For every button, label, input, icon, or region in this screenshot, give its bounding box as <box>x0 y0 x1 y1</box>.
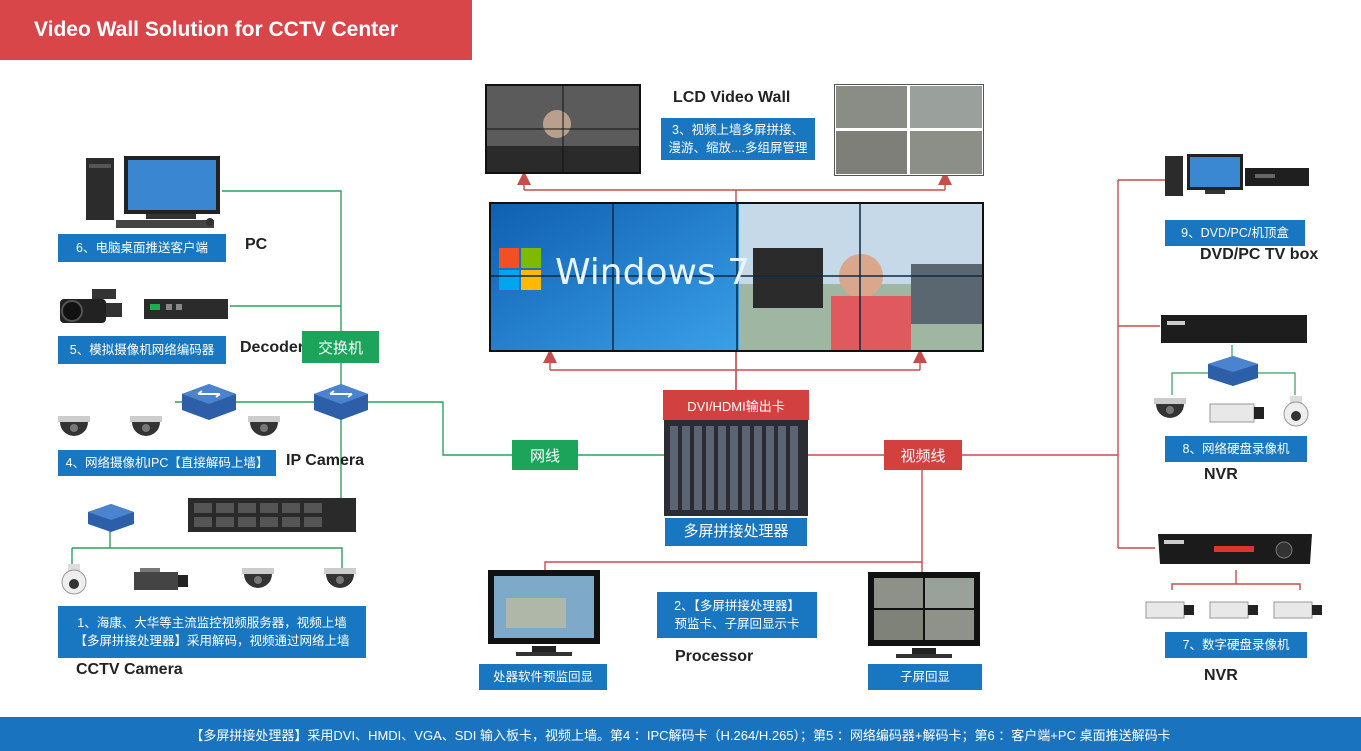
dome-camera-icon <box>240 566 276 596</box>
cctv-caption: CCTV Camera <box>76 661 183 678</box>
processor-label: 多屏拼接处理器 <box>663 516 809 548</box>
network-switch-icon <box>176 380 242 424</box>
nvr7-caption: NVR <box>1204 667 1238 684</box>
network-switch-icon <box>84 500 138 536</box>
processor-chassis-icon <box>664 420 808 516</box>
dome-camera-icon <box>1152 396 1188 426</box>
dvd-pc-icon <box>1165 152 1311 200</box>
switch-label: 交换机 <box>302 331 379 363</box>
camcorder-icon <box>56 285 126 333</box>
nvr-network-recorder-icon <box>1159 311 1309 345</box>
dome-camera-icon <box>322 566 358 596</box>
processor-note-line2: 预监卡、子屏回显示卡 <box>674 617 800 631</box>
video-lines <box>517 171 1301 590</box>
cctv-label: 1、海康、大华等主流监控视频服务器，视频上墙 【多屏拼接处理器】采用解码，视频通… <box>56 604 368 660</box>
video-line-label: 视频线 <box>884 440 962 470</box>
dvd-label: 9、DVD/PC/机顶盒 <box>1163 218 1307 248</box>
wall-preview-left <box>485 84 641 174</box>
box-camera-icon <box>1270 596 1326 622</box>
box-camera-icon <box>1206 596 1262 622</box>
sub-screen-label: 子屏回显 <box>866 662 984 692</box>
wall-note-line1: 3、视频上墙多屏拼接、 <box>672 122 804 137</box>
windows-logo-text: Windows 7 <box>555 252 751 293</box>
ptz-camera-icon <box>56 562 92 598</box>
ipcam-label: 4、网络摄像机IPC【直接解码上墙】 <box>56 448 278 478</box>
dome-camera-icon <box>246 414 282 444</box>
cctv-label-line2: 【多屏拼接处理器】采用解码，视频通过网络上墙 <box>74 634 350 648</box>
dvd-caption: DVD/PC TV box <box>1200 246 1319 263</box>
net-line-label: 网线 <box>512 440 578 470</box>
network-switch-icon <box>1204 352 1262 390</box>
dome-camera-icon <box>56 414 92 444</box>
wall-preview-right <box>834 84 984 176</box>
ptz-camera-icon <box>1278 394 1314 428</box>
encoder-box-icon <box>140 293 232 323</box>
network-switch-icon <box>308 380 374 424</box>
output-card-label: DVI/HDMI输出卡 <box>663 390 809 420</box>
box-camera-icon <box>1206 398 1266 426</box>
dvr-digital-recorder-icon <box>1154 524 1316 572</box>
ipcam-caption: IP Camera <box>286 452 364 469</box>
sub-monitor-icon <box>866 570 982 662</box>
preview-label: 处器软件预监回显 <box>477 662 609 692</box>
processor-note-line1: 2、【多屏拼接处理器】 <box>674 598 800 613</box>
pc-icon <box>86 152 226 232</box>
decoder-caption: Decoder <box>240 339 305 356</box>
pc-label: 6、电脑桌面推送客户端 <box>56 232 228 264</box>
box-camera-icon <box>1142 596 1198 622</box>
decoder-label: 5、模拟摄像机网络编码器 <box>56 334 228 366</box>
processor-caption: Processor <box>675 648 754 665</box>
preview-monitor-icon <box>486 568 602 660</box>
nvr7-label: 7、数字硬盘录像机 <box>1163 630 1309 660</box>
wall-note: 3、视频上墙多屏拼接、 漫游、缩放....多组屏管理 <box>659 116 817 162</box>
video-server-icon <box>186 496 358 536</box>
pc-caption: PC <box>245 236 268 253</box>
wall-note-line2: 漫游、缩放....多组屏管理 <box>668 141 808 155</box>
nvr8-label: 8、网络硬盘录像机 <box>1163 434 1309 464</box>
page-title: Video Wall Solution for CCTV Center <box>0 0 472 60</box>
cctv-label-line1: 1、海康、大华等主流监控视频服务器，视频上墙 <box>77 615 347 630</box>
box-camera-icon <box>130 566 190 594</box>
processor-note: 2、【多屏拼接处理器】 预监卡、子屏回显示卡 <box>655 590 819 640</box>
video-wall: Windows 7 <box>489 202 984 352</box>
nvr8-caption: NVR <box>1204 466 1238 483</box>
dome-camera-icon <box>128 414 164 444</box>
wall-title: LCD Video Wall <box>673 89 791 106</box>
footer-note: 【多屏拼接处理器】采用DVI、HMDI、VGA、SDI 输入板卡，视频上墙。第4… <box>0 717 1361 751</box>
